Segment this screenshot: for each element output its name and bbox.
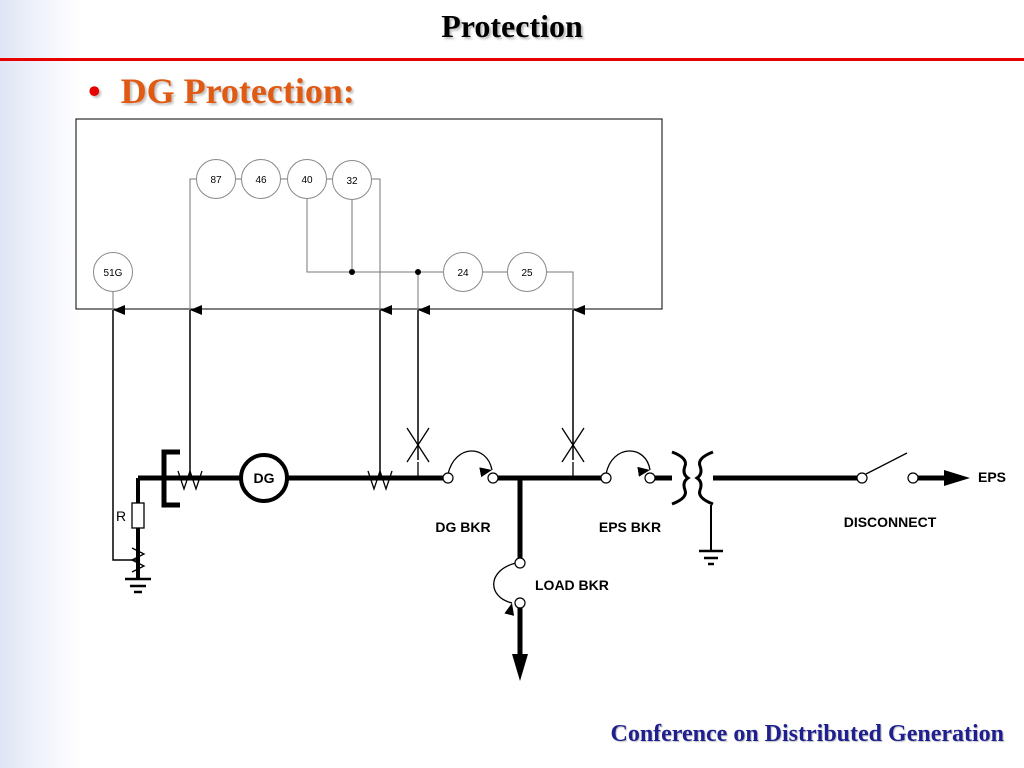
relay-25-label: 25 <box>521 268 533 279</box>
relay-24: 24 <box>443 252 483 292</box>
relay-87-label: 87 <box>210 175 222 186</box>
neutral-grounding <box>130 478 146 578</box>
relay-51g-label: 51G <box>104 268 123 279</box>
relay-51g: 51G <box>93 252 133 292</box>
generator-neutral-bracket <box>138 449 180 508</box>
relay-panel <box>75 118 663 310</box>
disconnect-switch <box>856 452 919 484</box>
relay-24-label: 24 <box>457 268 469 279</box>
relay-32: 32 <box>332 160 372 200</box>
slide-title: Protection <box>441 8 583 44</box>
relay-40: 40 <box>287 159 327 199</box>
current-transformer-neutral <box>177 468 203 492</box>
relay-46: 46 <box>241 159 281 199</box>
eps-breaker <box>600 450 656 484</box>
relay-32-label: 32 <box>346 176 358 187</box>
load-breaker <box>493 557 526 616</box>
potential-transformer-dg-side <box>406 427 430 478</box>
current-transformer-terminal <box>367 468 393 492</box>
resistor-label: R <box>116 508 126 524</box>
load-arrow-icon <box>512 654 528 681</box>
power-transformer <box>671 450 714 550</box>
relay-wiring <box>112 178 574 308</box>
eps-label: EPS <box>978 469 1006 485</box>
potential-transformer-eps-side <box>561 427 585 478</box>
generator-symbol <box>239 453 289 503</box>
disconnect-label: DISCONNECT <box>844 514 937 530</box>
relay-87: 87 <box>196 159 236 199</box>
dg-breaker <box>442 450 499 484</box>
title-divider <box>0 58 1024 61</box>
eps-breaker-label: EPS BKR <box>599 519 661 535</box>
ground-icon <box>125 577 151 594</box>
transformer-ground-icon <box>699 549 723 566</box>
load-breaker-label: LOAD BKR <box>535 577 609 593</box>
junction-dot <box>415 269 421 275</box>
bullet-dot: • <box>88 71 101 111</box>
grounding-resistor <box>131 502 145 529</box>
bullet-item: • DG Protection: <box>88 70 355 112</box>
decorative-sidebar <box>0 0 82 768</box>
bullet-text: DG Protection: <box>120 71 355 111</box>
junction-dot <box>349 269 355 275</box>
relay-46-label: 46 <box>255 175 267 186</box>
relay-25: 25 <box>507 252 547 292</box>
generator-label: DG <box>254 470 275 486</box>
signal-leads <box>112 305 585 561</box>
eps-arrow-icon <box>944 470 970 486</box>
relay-40-label: 40 <box>301 175 313 186</box>
footer-conference-name: Conference on Distributed Generation <box>610 721 1004 747</box>
dg-breaker-label: DG BKR <box>435 519 490 535</box>
